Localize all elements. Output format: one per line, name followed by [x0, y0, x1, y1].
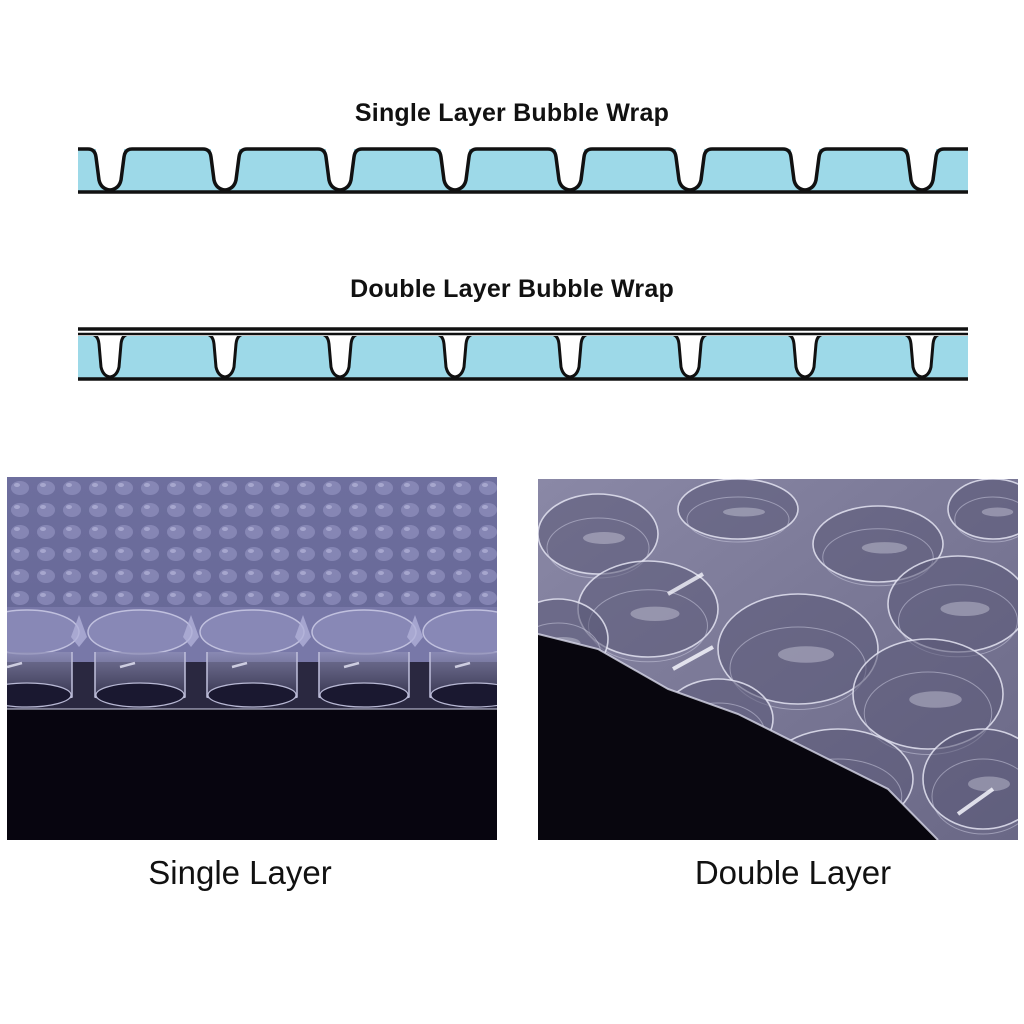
single-layer-cross-section-diagram [78, 140, 968, 200]
single-layer-cross-section-svg [78, 147, 968, 194]
double-layer-photo [538, 479, 1018, 840]
double-layer-cross-section-svg [78, 327, 968, 381]
double-layer-cross-section-diagram [78, 320, 968, 390]
double-layer-diagram-title: Double Layer Bubble Wrap [350, 275, 674, 303]
single-layer-diagram-title: Single Layer Bubble Wrap [354, 99, 670, 127]
single-layer-caption: Single Layer [148, 854, 332, 891]
single-layer-photo [7, 477, 497, 840]
double-layer-caption: Double Layer [694, 854, 892, 891]
